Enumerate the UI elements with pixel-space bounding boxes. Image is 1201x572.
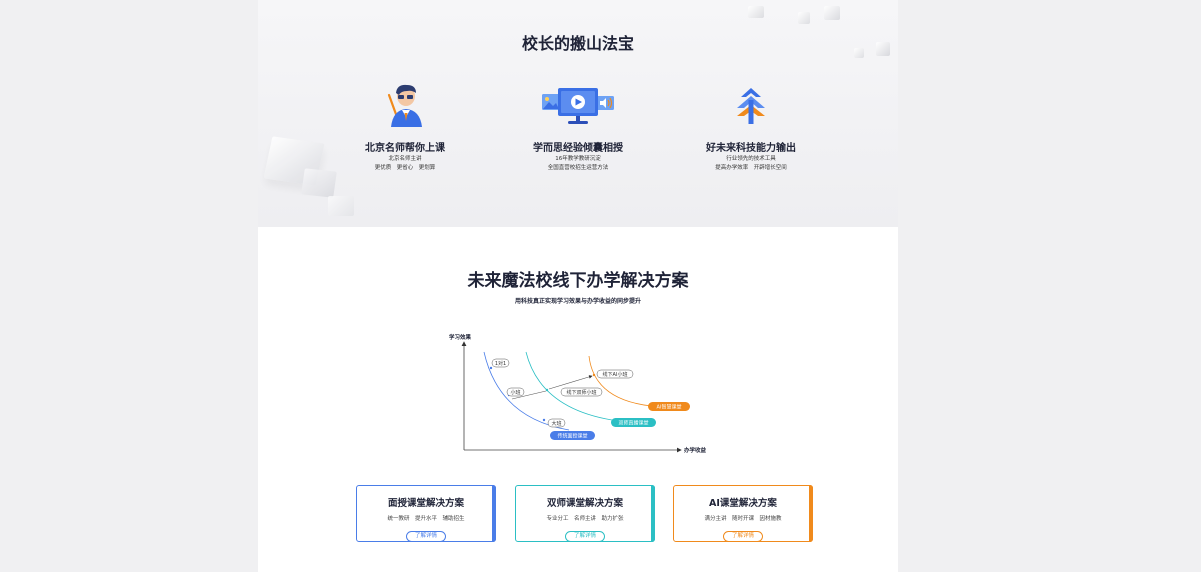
advantages-section: 校长的搬山法宝 北京名师帮你上课 北京名师主讲 更优质 更省心 更划算: [258, 0, 898, 227]
card-title: 双师课堂解决方案: [546, 498, 623, 509]
svg-text:线下双师小班: 线下双师小班: [566, 389, 596, 396]
feature-title: 好未来科技能力输出: [706, 143, 796, 154]
learn-more-button[interactable]: 了解详情: [564, 531, 605, 542]
solutions-title: 未来魔法校线下办学解决方案: [467, 271, 689, 291]
card-title: 面授课堂解决方案: [387, 498, 464, 509]
svg-text:双师直播课堂: 双师直播课堂: [618, 420, 648, 427]
svg-text:大班: 大班: [551, 420, 561, 427]
curve-label-traditional: 传统面授课堂: [550, 431, 595, 440]
card-accent-bar: [492, 485, 496, 542]
card-accent-bar: [809, 485, 813, 542]
tech-tree-icon: [661, 82, 841, 130]
section-title: 校长的搬山法宝: [521, 34, 634, 53]
feature-line: 全国直营校招生运营方法: [547, 165, 609, 171]
svg-text:小班: 小班: [510, 389, 520, 396]
y-axis-label: 学习效果: [449, 333, 472, 341]
video-lesson-icon: [488, 82, 668, 130]
learn-more-button[interactable]: 了解详情: [405, 531, 446, 542]
feature-title: 北京名师帮你上课: [365, 143, 445, 154]
point-one-on-one: [489, 366, 493, 370]
feature-line: 提高办学效率 开辟增长空间: [715, 165, 787, 171]
learn-more-button[interactable]: 了解详情: [722, 531, 763, 542]
card-description: 满分主讲 随时开课 因材施教: [704, 516, 782, 522]
curve-ai: [588, 355, 653, 407]
feature-experience: 学而思经验倾囊相授 16年教学教研沉淀 全国直营校招生运营方法: [488, 82, 668, 172]
decor-cube: [876, 42, 890, 56]
decor-cube: [328, 196, 354, 216]
point-dual-small: [545, 388, 549, 392]
point-ai-small: [592, 373, 596, 377]
curve-dual-teacher: [525, 351, 613, 421]
label-small-class: 小班: [506, 387, 525, 397]
svg-text:1对1: 1对1: [495, 360, 506, 367]
label-one-on-one: 1对1: [491, 358, 510, 368]
efficiency-diagram: 学习效果 办学收益 1对1 小班 大班 线下双师小班: [449, 333, 707, 454]
decor-cube: [824, 6, 840, 20]
feature-title: 学而思经验倾囊相授: [533, 143, 623, 154]
page-content: 校长的搬山法宝 北京名师帮你上课 北京名师主讲 更优质 更省心 更划算: [258, 0, 898, 572]
svg-text:AI智慧课堂: AI智慧课堂: [657, 404, 682, 411]
card-description: 统一教研 提升水平 辅助招生: [387, 516, 465, 522]
svg-text:线下AI小班: 线下AI小班: [603, 371, 628, 378]
point-big-class: [542, 418, 546, 422]
decor-cube: [854, 48, 864, 58]
solution-card-ai[interactable]: AI课堂解决方案 满分主讲 随时开课 因材施教 了解详情: [673, 485, 813, 542]
decor-cube: [798, 12, 810, 24]
label-big-class: 大班: [547, 418, 566, 428]
feature-technology: 好未来科技能力输出 行业领先的技术工具 提高办学效率 开辟增长空间: [661, 82, 841, 172]
card-title: AI课堂解决方案: [709, 498, 777, 509]
arrow-upgrade: [511, 390, 547, 400]
feature-line: 北京名师主讲: [388, 156, 422, 162]
decor-cube: [301, 168, 337, 198]
curve-label-dual-teacher: 双师直播课堂: [611, 418, 656, 427]
label-ai-small: 线下AI小班: [596, 369, 634, 379]
teacher-icon: [315, 82, 495, 130]
feature-line: 行业领先的技术工具: [726, 156, 776, 162]
card-accent-bar: [651, 485, 655, 542]
solution-card-dual-teacher[interactable]: 双师课堂解决方案 专业分工 名师主讲 助力扩张 了解详情: [515, 485, 655, 542]
feature-line: 16年教学教研沉淀: [555, 156, 601, 162]
arrow-upgrade: [548, 375, 593, 390]
curve-label-ai: AI智慧课堂: [648, 402, 690, 411]
card-description: 专业分工 名师主讲 助力扩张: [546, 516, 624, 522]
feature-line: 更优质 更省心 更划算: [374, 165, 436, 171]
feature-teacher: 北京名师帮你上课 北京名师主讲 更优质 更省心 更划算: [315, 82, 495, 172]
x-axis-label: 办学收益: [684, 446, 707, 454]
solutions-subtitle: 用科技真正实现学习效果与办学收益的同步提升: [514, 298, 641, 305]
svg-text:传统面授课堂: 传统面授课堂: [557, 433, 587, 440]
decor-cube: [748, 6, 764, 18]
solution-card-face-to-face[interactable]: 面授课堂解决方案 统一教研 提升水平 辅助招生 了解详情: [356, 485, 496, 542]
label-dual-small: 线下双师小班: [560, 387, 603, 397]
